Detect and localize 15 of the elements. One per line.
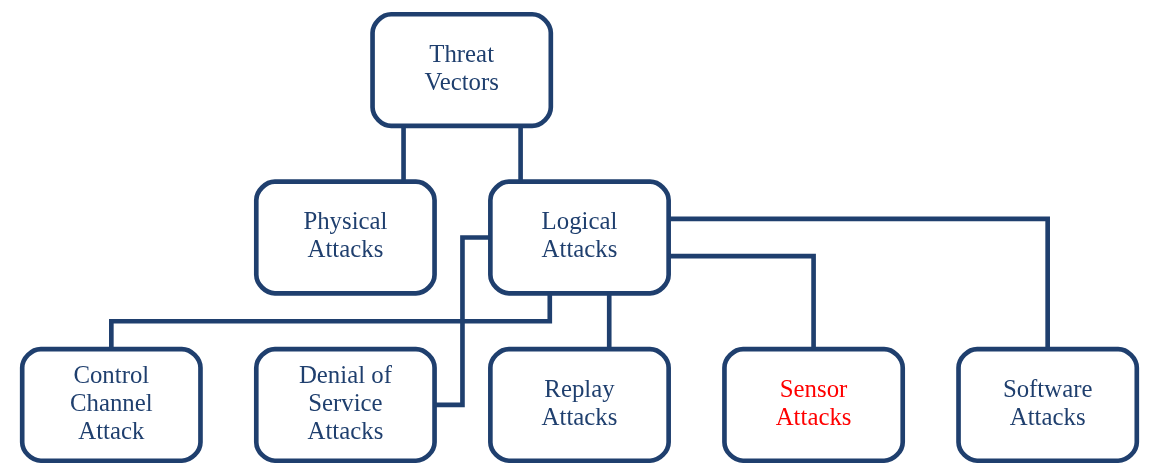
node-box: Sensor Attacks (722, 346, 906, 464)
connector (401, 126, 406, 182)
connector (606, 293, 612, 349)
connector (518, 126, 523, 182)
connector (668, 253, 816, 350)
connector (668, 216, 1050, 350)
node-box: Software Attacks (956, 346, 1140, 464)
connector (109, 293, 553, 350)
node-box: Logical Attacks (488, 179, 671, 296)
node-box: Control Channel Attack (19, 346, 203, 464)
node-box: Replay Attacks (488, 346, 671, 464)
node-box: Denial of Service Attacks (253, 346, 437, 464)
node-box: Physical Attacks (253, 179, 437, 296)
node-box: Threat Vectors (370, 11, 554, 129)
connector (434, 235, 491, 408)
